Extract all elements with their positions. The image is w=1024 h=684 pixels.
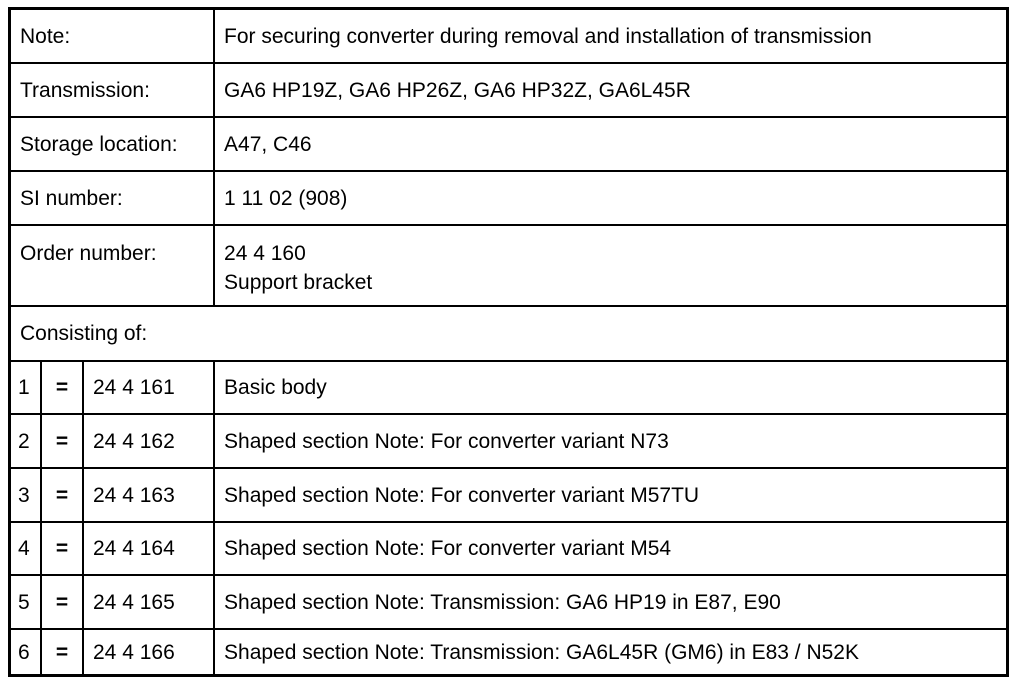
part-row: 6 = 24 4 166 Shaped section Note: Transm…: [11, 628, 1006, 674]
part-equals: =: [40, 521, 84, 576]
part-index: 5: [11, 574, 42, 630]
special-tool-sheet: Note: For securing converter during remo…: [8, 7, 1009, 677]
part-number: 24 4 165: [81, 574, 216, 630]
note-value: For securing converter during removal an…: [213, 10, 1006, 64]
storage-location-row: Storage location: A47, C46: [11, 116, 1006, 172]
part-index: 1: [11, 360, 42, 415]
part-description: Shaped section Note: For converter varia…: [213, 467, 1006, 523]
part-equals: =: [40, 413, 84, 469]
part-equals: =: [40, 360, 84, 415]
part-number: 24 4 164: [81, 521, 216, 576]
part-index: 3: [11, 467, 42, 523]
part-description: Shaped section Note: Transmission: GA6L4…: [213, 628, 1006, 674]
part-row: 3 = 24 4 163 Shaped section Note: For co…: [11, 467, 1006, 523]
transmission-row: Transmission: GA6 HP19Z, GA6 HP26Z, GA6 …: [11, 62, 1006, 118]
transmission-label: Transmission:: [11, 62, 216, 118]
part-row: 4 = 24 4 164 Shaped section Note: For co…: [11, 521, 1006, 576]
part-description: Shaped section Note: For converter varia…: [213, 413, 1006, 469]
part-equals: =: [40, 628, 84, 674]
si-number-label: SI number:: [11, 170, 216, 226]
part-description: Basic body: [213, 360, 1006, 415]
order-number-row: Order number: 24 4 160 Support bracket: [11, 224, 1006, 307]
storage-location-value: A47, C46: [213, 116, 1006, 172]
part-index: 4: [11, 521, 42, 576]
part-number: 24 4 162: [81, 413, 216, 469]
tool-info-table: Note: For securing converter during remo…: [11, 10, 1006, 674]
consisting-of-row: Consisting of:: [11, 305, 1006, 362]
part-description: Shaped section Note: For converter varia…: [213, 521, 1006, 576]
order-number-value: 24 4 160 Support bracket: [213, 224, 1006, 307]
part-number: 24 4 161: [81, 360, 216, 415]
si-number-row: SI number: 1 11 02 (908): [11, 170, 1006, 226]
si-number-value: 1 11 02 (908): [213, 170, 1006, 226]
order-number: 24 4 160: [224, 242, 306, 265]
part-number: 24 4 163: [81, 467, 216, 523]
order-number-label: Order number:: [11, 224, 216, 307]
part-index: 2: [11, 413, 42, 469]
part-description: Shaped section Note: Transmission: GA6 H…: [213, 574, 1006, 630]
note-label: Note:: [11, 10, 216, 64]
transmission-value: GA6 HP19Z, GA6 HP26Z, GA6 HP32Z, GA6L45R: [213, 62, 1006, 118]
consisting-of-label: Consisting of:: [11, 305, 1006, 362]
part-row: 2 = 24 4 162 Shaped section Note: For co…: [11, 413, 1006, 469]
note-row: Note: For securing converter during remo…: [11, 10, 1006, 64]
part-index: 6: [11, 628, 42, 674]
storage-location-label: Storage location:: [11, 116, 216, 172]
part-equals: =: [40, 467, 84, 523]
part-number: 24 4 166: [81, 628, 216, 674]
part-row: 5 = 24 4 165 Shaped section Note: Transm…: [11, 574, 1006, 630]
part-row: 1 = 24 4 161 Basic body: [11, 360, 1006, 415]
order-description: Support bracket: [224, 271, 373, 294]
part-equals: =: [40, 574, 84, 630]
